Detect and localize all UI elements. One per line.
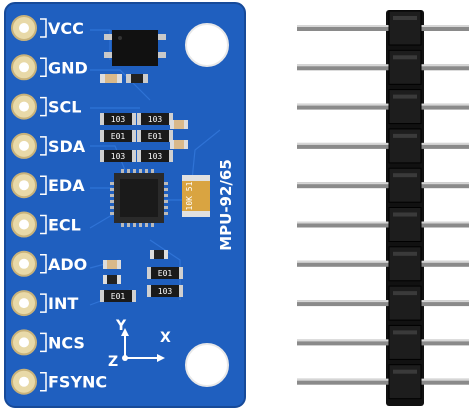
pin-header [297, 10, 469, 406]
header-pin [297, 246, 469, 282]
resistor-code: 103 [148, 152, 163, 161]
smd-capacitor [170, 140, 188, 149]
pin-hole [19, 101, 29, 112]
resistor-code: 103 [158, 287, 173, 296]
smd-capacitor [150, 250, 168, 259]
smd-capacitor [103, 260, 121, 269]
resistor-code: E01 [111, 132, 126, 141]
axis-y-label: Y [115, 318, 127, 334]
resistor-code: E01 [148, 132, 163, 141]
pin-label: FSYNC [48, 373, 107, 392]
model-label: MPU-92/65 [217, 159, 235, 251]
resistor-code: 103 [111, 152, 126, 161]
cap-marking: 10K 51 [185, 181, 194, 210]
regulator-chip [112, 30, 158, 66]
header-pin [297, 324, 469, 360]
header-pin [297, 167, 469, 203]
pin-label: GND [48, 58, 88, 77]
smd-capacitor [100, 74, 122, 83]
pin-label: EDA [48, 176, 85, 195]
imu-chip [110, 169, 168, 227]
header-pin [297, 49, 469, 85]
header-pin [297, 207, 469, 242]
resistor: E01 [100, 130, 136, 142]
axis-indicator [121, 328, 165, 362]
resistor: E01 [147, 267, 183, 279]
mounting-hole-bottom [185, 343, 229, 387]
pin-hole [19, 180, 29, 191]
header-pin [297, 364, 469, 400]
resistor: 103 [147, 285, 183, 297]
smd-capacitor [170, 120, 188, 129]
axis-x-label: X [160, 330, 171, 346]
pin-hole [19, 140, 29, 151]
resistor: 103 [137, 150, 173, 162]
smd-capacitor [103, 275, 121, 284]
resistor-code: 103 [148, 115, 163, 124]
pin-hole [19, 337, 29, 348]
header-pin [297, 285, 469, 321]
resistor-code: E01 [111, 292, 126, 301]
resistor-code: E01 [158, 269, 173, 278]
pin-label: ECL [48, 216, 81, 235]
pin-pads: VCC GND SCL SDA EDA ECL ADO INT NCS FSYNC [11, 15, 107, 395]
header-pin [297, 10, 469, 46]
resistor: E01 [137, 130, 173, 142]
resistor: E01 [100, 290, 136, 302]
pin-label: SCL [48, 98, 81, 117]
pin-label: NCS [48, 333, 85, 352]
pin-hole [19, 23, 29, 33]
axis-z-label: Z [108, 354, 118, 370]
pin-hole [19, 62, 29, 73]
pin-label: SDA [48, 137, 86, 156]
pin-hole [19, 258, 29, 269]
resistor: 103 [100, 150, 136, 162]
pin-label: INT [48, 294, 78, 313]
mounting-hole-top [185, 23, 229, 67]
header-pin [297, 89, 469, 125]
resistor: 103 [100, 113, 136, 125]
pin-hole [19, 376, 29, 387]
header-pin [297, 128, 469, 164]
pin-label: ADO [48, 255, 87, 274]
resistor: 103 [137, 113, 173, 125]
resistor-code: 103 [111, 115, 126, 124]
pin-hole [19, 219, 29, 230]
pin-hole [19, 298, 29, 309]
tantalum-capacitor: 10K 51 [182, 175, 210, 217]
pin-label: VCC [48, 19, 84, 38]
